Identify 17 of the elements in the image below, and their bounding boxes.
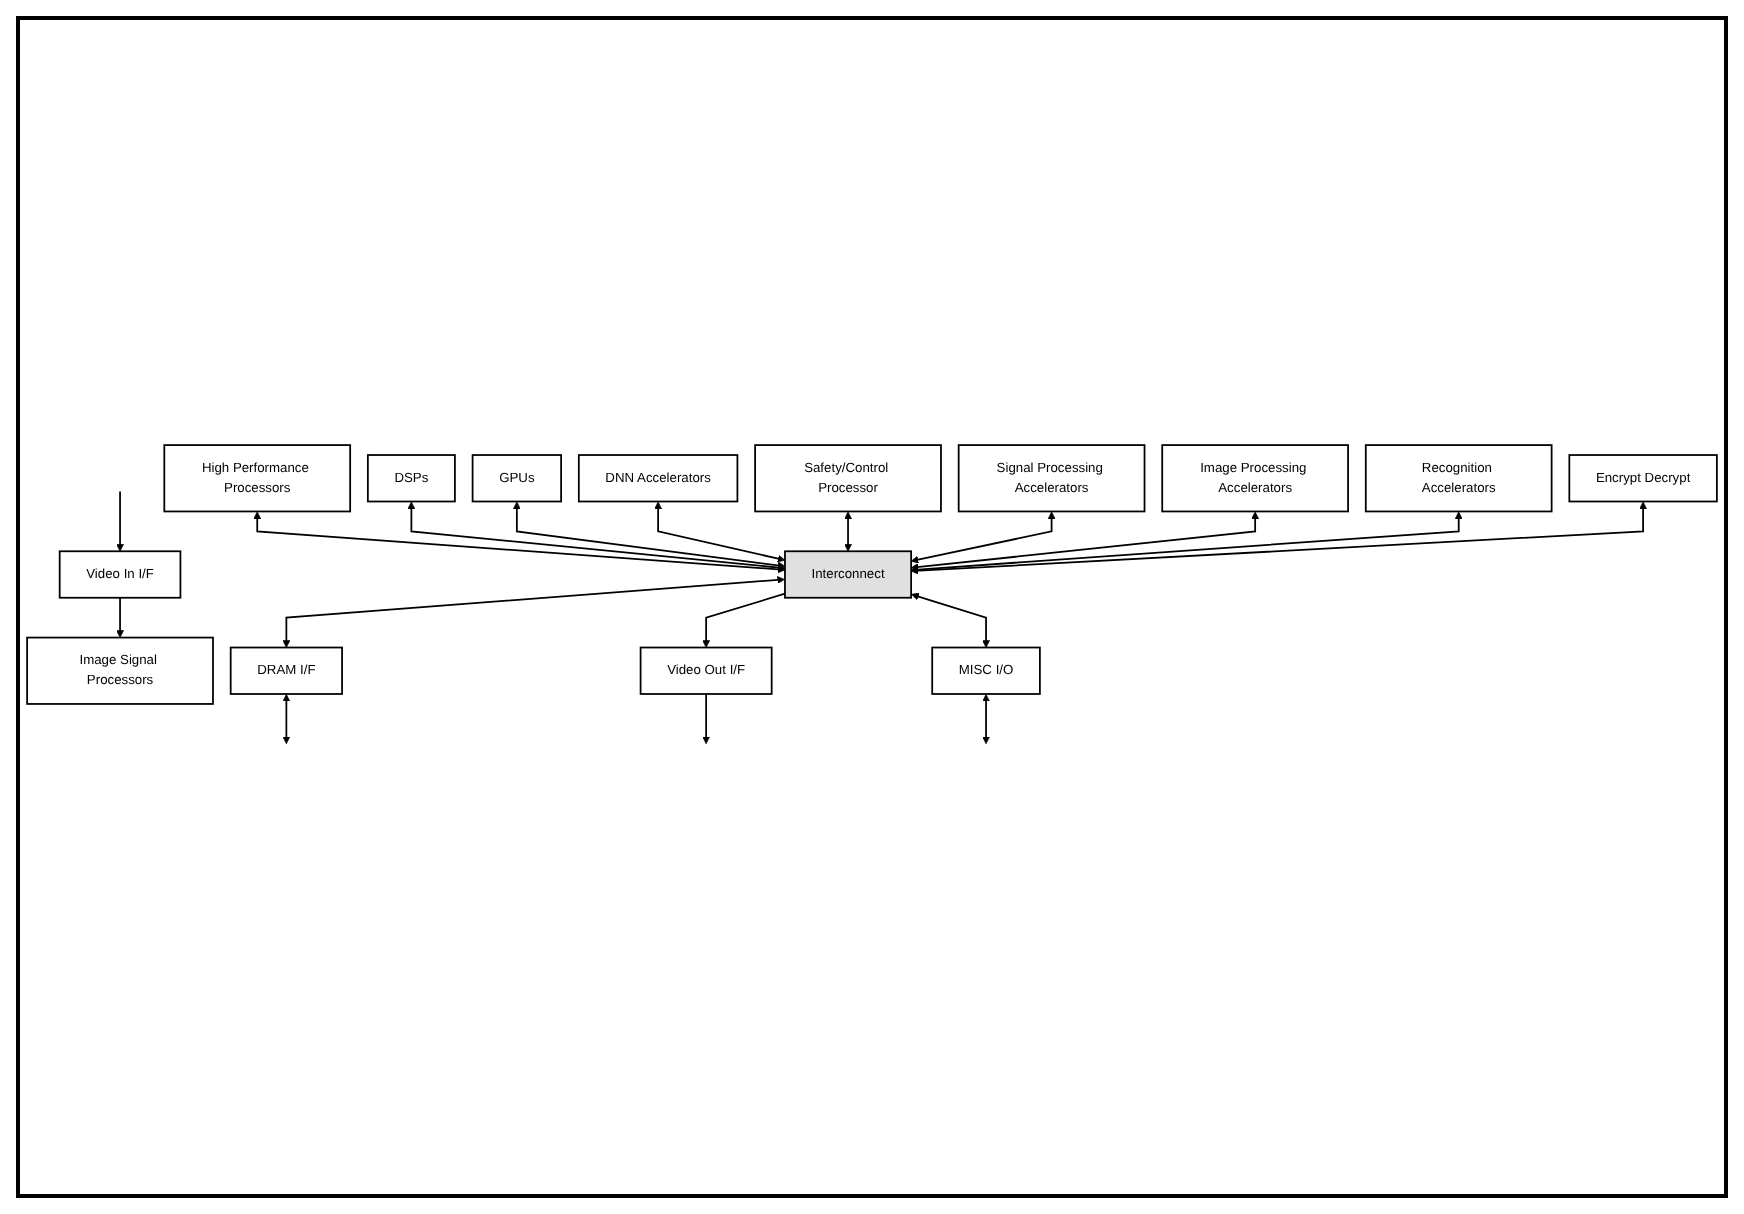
arrow: [910, 510, 1463, 573]
arrow: [911, 592, 990, 648]
arrow: [253, 510, 786, 573]
arrow: [654, 500, 786, 562]
arrow: [982, 693, 990, 744]
arrow: [407, 500, 786, 571]
arrow: [702, 592, 786, 648]
arrow: [844, 510, 852, 551]
arrow: [910, 500, 1647, 574]
arrow: [282, 575, 785, 648]
arrow: [116, 596, 124, 638]
arrow: [702, 692, 711, 744]
arrow: [910, 510, 1056, 563]
arrow: [910, 510, 1260, 571]
arrow: [116, 489, 124, 551]
arrow: [282, 693, 291, 744]
arrow: [512, 500, 786, 569]
